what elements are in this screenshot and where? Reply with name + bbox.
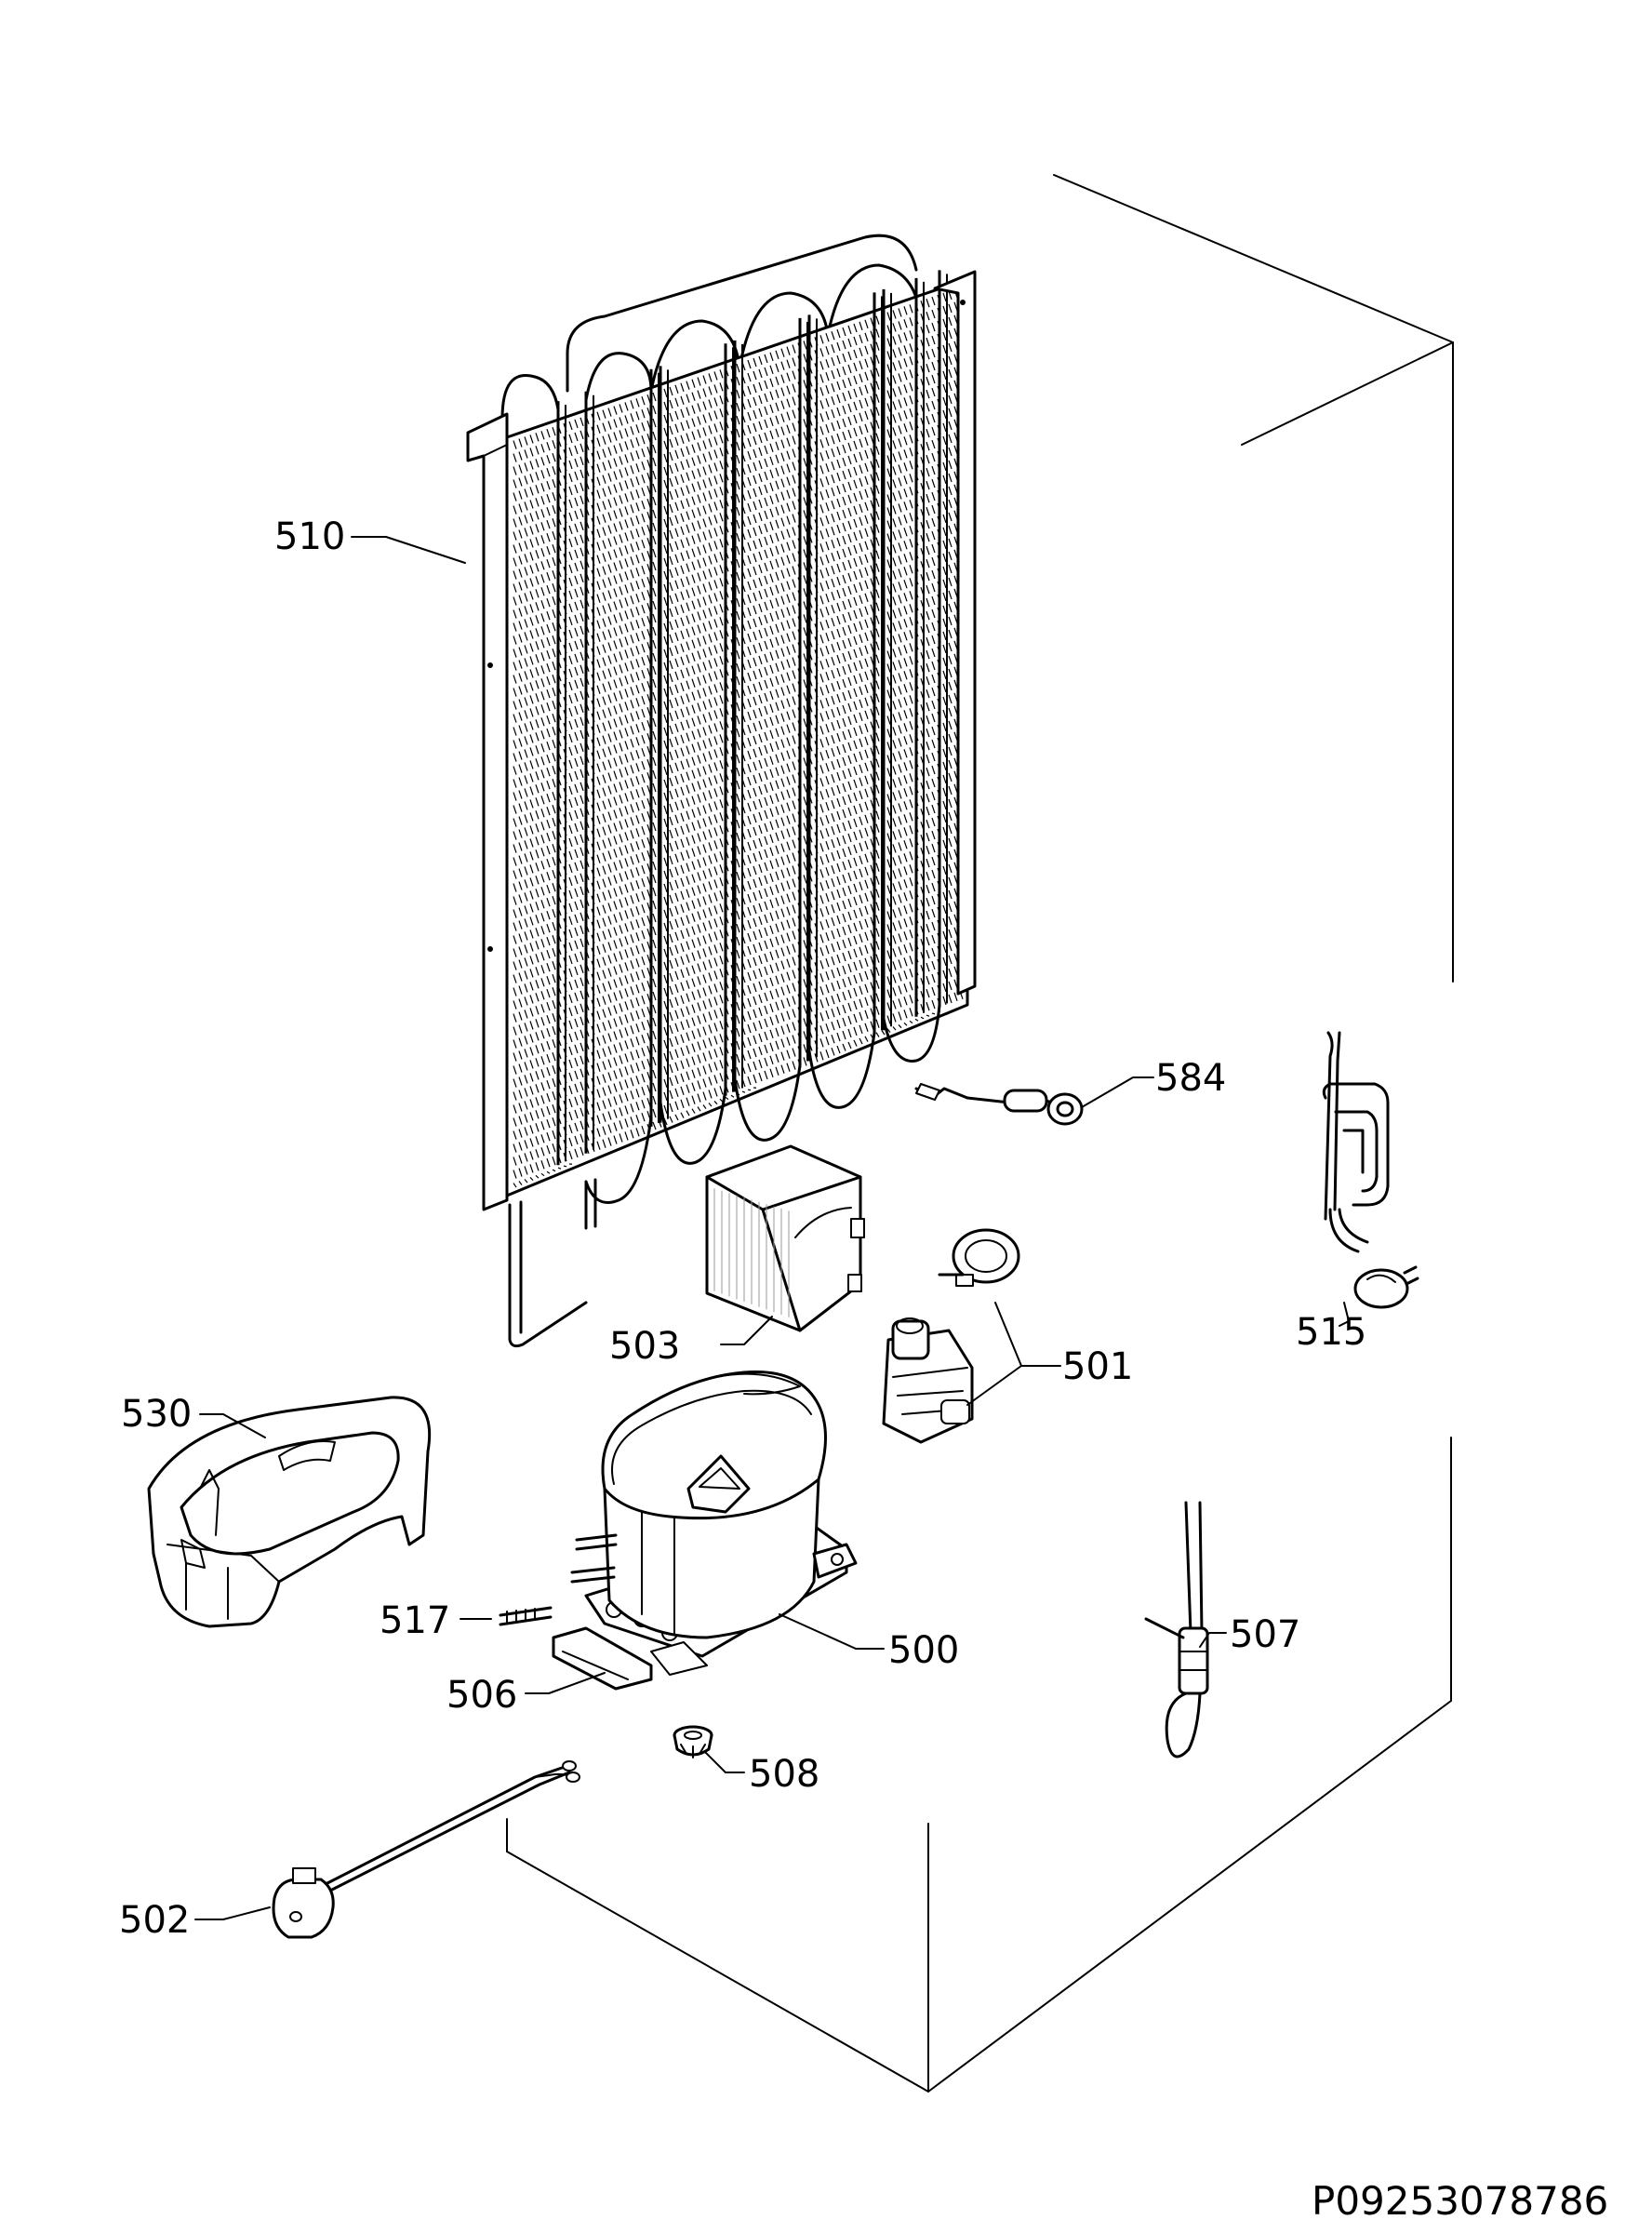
relay-protector-icon — [882, 1228, 1020, 1444]
label-530: 530 — [121, 1393, 192, 1436]
filter-drier-icon — [1144, 1501, 1209, 1758]
mounting-plate-icon — [552, 1626, 653, 1691]
cabinet-outline — [506, 174, 1454, 2093]
label-517: 517 — [380, 1599, 450, 1642]
label-510: 510 — [274, 515, 345, 558]
capacitor-icon — [272, 1760, 580, 1939]
label-503: 503 — [609, 1325, 680, 1368]
condenser-icon — [466, 234, 977, 1348]
label-501: 501 — [1062, 1345, 1133, 1388]
label-502: 502 — [119, 1899, 190, 1942]
label-500: 500 — [888, 1629, 959, 1672]
relay-cover-icon — [705, 1144, 865, 1332]
pipe-icon — [499, 1606, 553, 1626]
document-number: P09253078786 — [1312, 2178, 1608, 2224]
label-506: 506 — [446, 1674, 517, 1717]
label-507: 507 — [1230, 1613, 1300, 1656]
leader-lines — [194, 536, 1350, 1920]
label-508: 508 — [749, 1753, 819, 1796]
callout-labels: 510 584 503 501 515 530 517 500 506 507 … — [119, 515, 1366, 1942]
drip-tray-icon — [147, 1396, 432, 1628]
power-cord-icon — [1322, 1031, 1419, 1309]
label-584: 584 — [1155, 1057, 1226, 1100]
grommet-icon — [673, 1725, 713, 1758]
compressor-icon — [570, 1370, 858, 1676]
label-515: 515 — [1296, 1311, 1366, 1354]
cable-grommet-icon — [914, 1083, 1084, 1126]
